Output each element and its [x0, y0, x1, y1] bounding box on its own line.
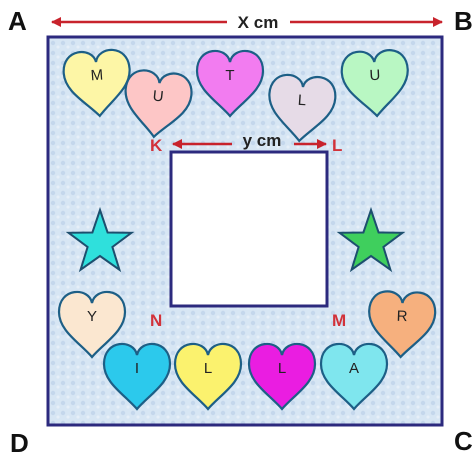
- heart-3: T: [195, 49, 265, 118]
- heart-11: A: [319, 342, 389, 411]
- inner-label-n: N: [150, 311, 162, 330]
- heart-shape: [368, 290, 437, 359]
- inner-label-k: K: [150, 136, 163, 155]
- heart-5: U: [340, 49, 409, 118]
- heart-shape: [340, 49, 409, 118]
- heart-7: R: [368, 290, 437, 359]
- heart-shape: [57, 290, 127, 359]
- inner-square: [169, 150, 329, 308]
- heart-8: I: [102, 342, 172, 411]
- heart-shape: [124, 69, 193, 139]
- heart-letter: U: [152, 87, 165, 105]
- heart-letter: L: [297, 92, 307, 110]
- heart-shape: [319, 342, 389, 411]
- heart-shape: [195, 49, 265, 118]
- heart-letter: L: [278, 360, 286, 377]
- heart-10: L: [247, 342, 317, 411]
- outer-width-label: X cm: [238, 13, 279, 32]
- heart-1: M: [62, 48, 131, 118]
- heart-shape: [173, 342, 243, 411]
- corner-label-d: D: [10, 428, 29, 458]
- heart-letter: U: [369, 67, 381, 85]
- heart-shape: [247, 342, 317, 411]
- heart-4: L: [268, 73, 337, 143]
- corner-label-c: C: [454, 426, 472, 456]
- heart-letter: T: [225, 67, 234, 84]
- heart-2: U: [124, 69, 193, 139]
- heart-letter: M: [90, 67, 104, 85]
- heart-letter: I: [135, 360, 139, 377]
- heart-letter: Y: [87, 308, 97, 325]
- inner-label-l: L: [332, 136, 342, 155]
- heart-letter: R: [396, 308, 408, 325]
- heart-letter: L: [204, 360, 212, 377]
- heart-9: L: [173, 342, 243, 411]
- hearts-layer: M U T L U Y R I L L A: [57, 48, 437, 411]
- inner-label-m: M: [332, 311, 346, 330]
- heart-shape: [62, 48, 131, 118]
- right-star: [336, 206, 406, 273]
- heart-shape: [102, 342, 172, 411]
- stars-layer: [65, 206, 406, 273]
- heart-6: Y: [57, 290, 127, 359]
- corner-label-b: B: [454, 6, 472, 36]
- inner-width-label: y cm: [243, 131, 282, 150]
- left-star: [65, 206, 135, 273]
- corner-label-a: A: [8, 6, 27, 36]
- heart-shape: [268, 73, 337, 143]
- heart-letter: A: [349, 360, 359, 377]
